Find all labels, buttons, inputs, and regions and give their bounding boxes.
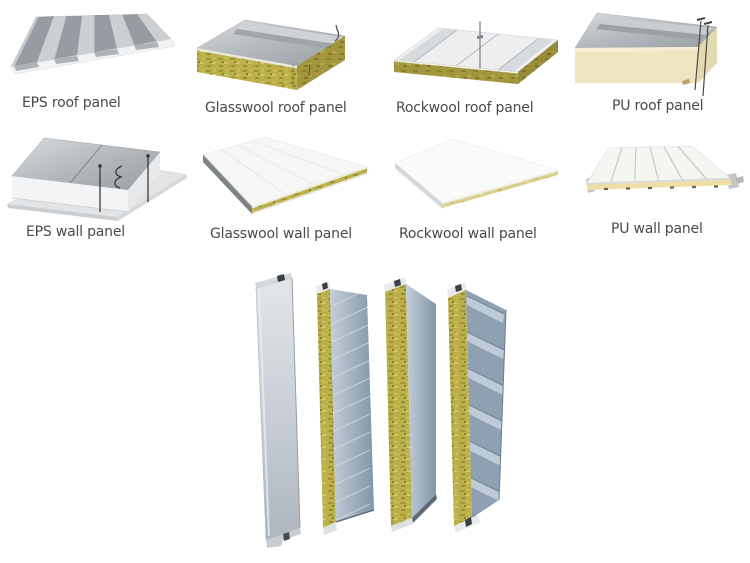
- screws: [694, 17, 713, 97]
- eps-roof-panel-illustration: [10, 13, 176, 75]
- rockwool-flat-panel: [384, 277, 437, 532]
- glasswool-core-edge: [252, 167, 367, 214]
- pu-roof-panel-image: [574, 8, 748, 98]
- glasswool-wall-panel-illustration: [202, 136, 368, 218]
- panel-grooves: [610, 145, 707, 183]
- wool-core-face: [385, 284, 412, 526]
- glasswool-roof-panel-image: [193, 8, 355, 94]
- label-eps-wall-panel: EPS wall panel: [26, 224, 125, 240]
- panel-cross-sections-illustration: [255, 273, 507, 548]
- ribbed-top-surface: [586, 145, 731, 184]
- rockwool-wall-panel-image: [388, 138, 565, 212]
- rockwool-wall-panel-illustration: [394, 138, 559, 212]
- label-glasswool-wall-panel: Glasswool wall panel: [210, 226, 352, 242]
- rockwool-roof-panel-image: [388, 20, 565, 92]
- metal-edge: [395, 163, 442, 208]
- metal-edge: [203, 155, 252, 214]
- eps-front-face: [12, 176, 128, 212]
- glasswool-end-face: [297, 36, 345, 90]
- plain-steel-panel: [255, 273, 301, 548]
- pu-end-face: [698, 27, 717, 83]
- eps-wall-panel-illustration: [7, 137, 187, 221]
- glasswool-front-face: [197, 48, 297, 90]
- eps-end-face: [128, 152, 160, 212]
- edge-notches: [604, 185, 718, 191]
- label-glasswool-roof-panel: Glasswool roof panel: [205, 100, 347, 116]
- pu-wall-panel-illustration: [586, 145, 744, 193]
- label-eps-roof-panel: EPS roof panel: [22, 95, 121, 111]
- joint-clip: [114, 165, 124, 189]
- corrugation-ribs: [14, 14, 157, 66]
- pu-wall-panel-image: [586, 142, 748, 208]
- rockwool-roof-panel-illustration: [393, 21, 559, 84]
- eps-wall-panel-image: [0, 126, 188, 222]
- glasswool-wall-panel-image: [196, 136, 368, 220]
- label-rockwool-wall-panel: Rockwool wall panel: [399, 226, 537, 242]
- screws: [98, 154, 150, 212]
- rib-highlights: [13, 14, 135, 67]
- foam-edge-rib-ends: [14, 42, 159, 71]
- panel-cross-sections-image: [243, 272, 513, 560]
- label-pu-wall-panel: PU wall panel: [611, 221, 703, 237]
- label-pu-roof-panel: PU roof panel: [612, 98, 704, 114]
- glasswool-striped-panel: [316, 281, 375, 535]
- pu-front-face: [575, 47, 698, 83]
- rockwool-ribbed-panel: [447, 282, 507, 533]
- pu-core-edge: [586, 178, 732, 190]
- flat-metal-face: [406, 284, 436, 518]
- rockwool-end-face: [518, 40, 558, 84]
- foam-edge: [10, 38, 176, 75]
- label-rockwool-roof-panel: Rockwool roof panel: [396, 100, 534, 116]
- wool-core-edge: [448, 290, 472, 526]
- eps-roof-panel-image: [4, 4, 184, 92]
- wool-core-edge: [317, 289, 336, 528]
- rockwool-front-face: [394, 60, 518, 84]
- glasswool-roof-panel-illustration: [196, 19, 346, 90]
- pu-roof-panel-illustration: [574, 12, 718, 97]
